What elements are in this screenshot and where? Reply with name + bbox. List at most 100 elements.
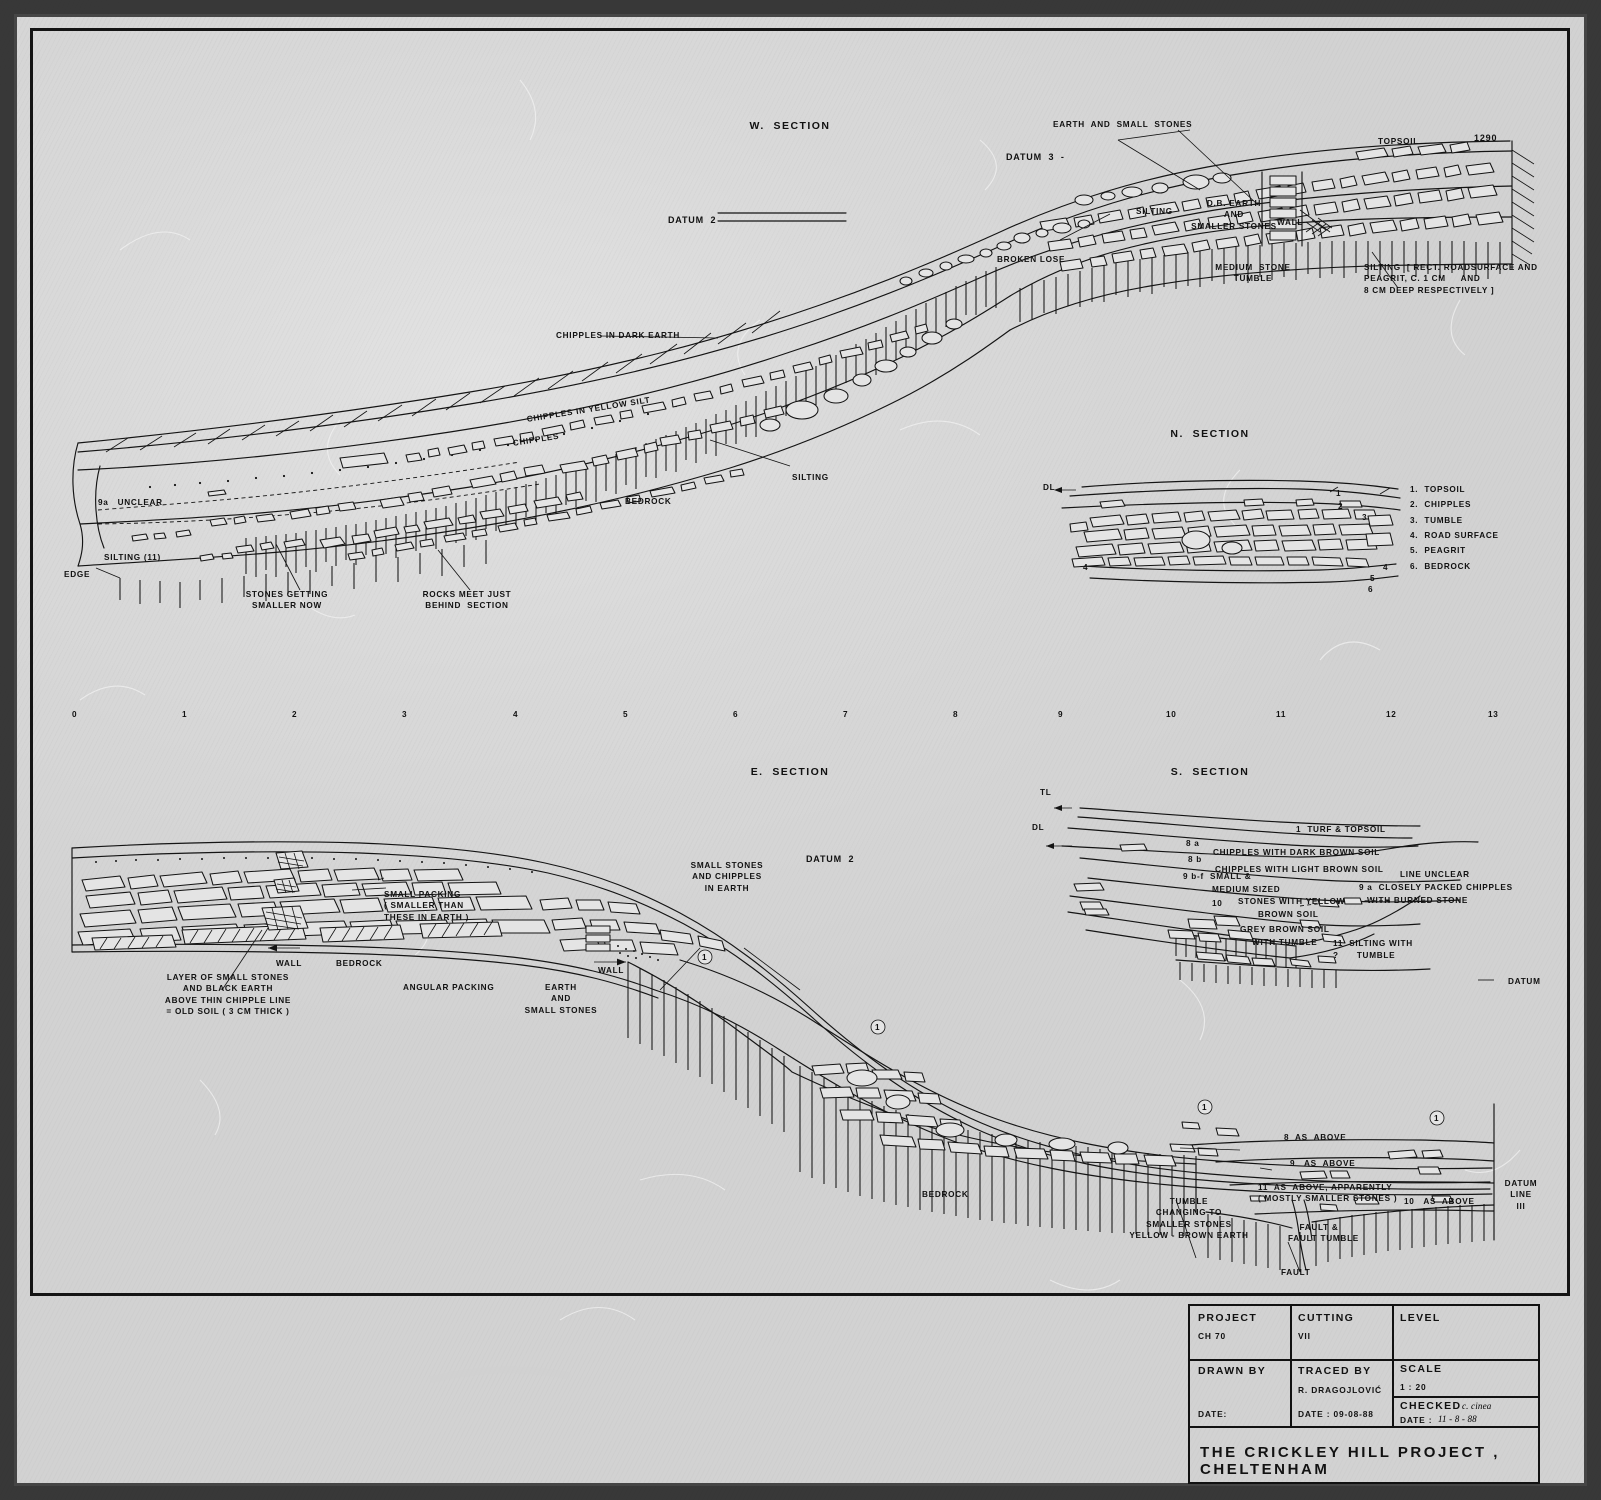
- scale-bar: 0 1 2 3 4 5 6 7 8 9 10 11 12 13: [0, 700, 1601, 724]
- label-wall-east-right: WALL: [598, 966, 625, 975]
- east-context-marker-3: 1: [1202, 1103, 1208, 1112]
- west-datum3-label: DATUM 3 -: [1006, 152, 1065, 162]
- label-8a: 8 a: [1186, 839, 1200, 848]
- key-item-tumble: 3. TUMBLE: [1410, 515, 1463, 525]
- scale-tick-0: 0: [72, 710, 78, 719]
- key-item-chipples: 2. CHIPPLES: [1410, 500, 1472, 510]
- scale-tick-3: 3: [402, 710, 408, 719]
- tb-traced-date: DATE : 09-08-88: [1298, 1409, 1374, 1419]
- scale-tick-1: 1: [182, 710, 188, 719]
- label-medium-stone-tumble: MEDIUM STONE TUMBLE: [1215, 263, 1291, 284]
- label-earth-and-small-stones-east: EARTH AND SMALL STONES: [524, 983, 598, 1015]
- north-num-1: 1: [1336, 489, 1342, 498]
- scale-tick-4: 4: [513, 710, 519, 719]
- scale-tick-10: 10: [1166, 710, 1177, 719]
- label-layer-of-small-stones: LAYER OF SMALL STONES AND BLACK EARTH AB…: [164, 973, 292, 1016]
- tb-checked-label: CHECKED: [1400, 1400, 1462, 1412]
- label-angular-packing: ANGULAR PACKING: [403, 983, 495, 992]
- south-datum-mark: DATUM: [1508, 977, 1541, 986]
- scale-tick-13: 13: [1488, 710, 1499, 719]
- tb-divider-v2: [1392, 1306, 1394, 1426]
- label-silting-11: SILTING (11): [104, 553, 161, 562]
- scale-tick-9: 9: [1058, 710, 1064, 719]
- label-9a-unclear: 9a UNCLEAR: [98, 498, 163, 507]
- label-line-unclear: LINE UNCLEAR: [1400, 870, 1470, 879]
- label-11-as-above: 11 AS ABOVE, APPARENTLY ( MOSTLY SMALLER…: [1258, 1183, 1398, 1204]
- west-datum2-label: DATUM 2: [668, 215, 717, 225]
- drawing-frame: [30, 28, 1570, 1296]
- label-earth-and-small-stones: EARTH AND SMALL STONES: [1053, 120, 1193, 129]
- label-stones-with-yellow: STONES WITH YELLOW: [1238, 897, 1346, 906]
- key-item-topsoil: 1. TOPSOIL: [1410, 485, 1466, 494]
- tb-project-label: PROJECT: [1198, 1312, 1258, 1324]
- east-context-marker-2: 1: [875, 1023, 881, 1032]
- label-wall-east-left: WALL: [276, 959, 303, 968]
- west-level-mark: 1290: [1474, 133, 1498, 143]
- label-10-as-above: 10 AS ABOVE: [1404, 1197, 1475, 1206]
- scale-tick-7: 7: [843, 710, 849, 719]
- north-num-4-right: 4: [1383, 563, 1389, 572]
- label-topsoil-right: TOPSOIL: [1378, 137, 1419, 146]
- tb-divider-v1: [1290, 1306, 1292, 1426]
- tb-checked-date-value: 11 - 8 - 88: [1438, 1414, 1477, 1424]
- label-bedrock-east-lower: BEDROCK: [922, 1190, 969, 1199]
- label-9-as-above: 9 AS ABOVE: [1290, 1159, 1356, 1168]
- tb-traced-by-value: R. DRAGOJLOVIĆ: [1298, 1385, 1382, 1395]
- east-context-marker-1: 1: [702, 953, 708, 962]
- west-section-heading: W. SECTION: [749, 120, 831, 132]
- scale-tick-8: 8: [953, 710, 959, 719]
- label-brown-soil: BROWN SOIL: [1258, 910, 1319, 919]
- north-section-key: 1. TOPSOIL 2. CHIPPLES 3. TUMBLE 4. ROAD…: [1410, 484, 1499, 571]
- scale-tick-6: 6: [733, 710, 739, 719]
- label-grey-brown-soil: GREY BROWN SOIL: [1240, 925, 1330, 934]
- key-item-bedrock: 6. BEDROCK: [1410, 561, 1471, 571]
- tb-cutting-label: CUTTING: [1298, 1312, 1355, 1324]
- label-chipples-dark-earth: CHIPPLES IN DARK EARTH: [556, 331, 681, 340]
- label-8b: 8 b: [1188, 855, 1203, 864]
- east-section-heading: E. SECTION: [750, 766, 830, 778]
- north-num-6: 6: [1368, 585, 1374, 594]
- label-bedrock-east-left: BEDROCK: [336, 959, 383, 968]
- north-dl-mark: DL: [1043, 483, 1056, 492]
- label-tumble-changing: TUMBLE CHANGING TO SMALLER STONES YELLOW…: [1129, 1197, 1249, 1240]
- label-with-burned-stone: WITH BURNED STONE: [1367, 896, 1469, 905]
- tb-project-value: CH 70: [1198, 1331, 1226, 1341]
- tb-divider-1: [1190, 1359, 1538, 1361]
- label-10-south: 10: [1212, 899, 1223, 908]
- label-rocks-meet-behind: ROCKS MEET JUST BEHIND SECTION: [422, 590, 512, 611]
- east-datum2-label: DATUM 2: [806, 854, 855, 864]
- label-turf-topsoil: 1 TURF & TOPSOIL: [1296, 825, 1386, 834]
- south-dl-mark: DL: [1032, 823, 1045, 832]
- label-chipples-dark-brown: CHIPPLES WITH DARK BROWN SOIL: [1213, 848, 1380, 857]
- label-question-tumble: ? TUMBLE: [1333, 951, 1396, 960]
- label-silting-roadsurface: SILTING [ RECT. ROADSURFACE AND PEAGRIT,…: [1364, 263, 1538, 295]
- label-small-stones-chipples: SMALL STONES AND CHIPPLES IN EARTH: [690, 861, 764, 893]
- tb-traced-by-label: TRACED BY: [1298, 1365, 1372, 1377]
- north-section-heading: N. SECTION: [1170, 428, 1250, 440]
- key-item-road-surface: 4. ROAD SURFACE: [1410, 530, 1499, 540]
- north-num-3: 3: [1362, 513, 1368, 522]
- label-8-as-above: 8 AS ABOVE: [1284, 1133, 1347, 1142]
- label-wall-west: WALL: [1277, 218, 1304, 227]
- title-block: PROJECT CH 70 CUTTING VII LEVEL DRAWN BY…: [1188, 1304, 1540, 1484]
- label-db-earth: D.B. EARTH AND SMALLER STONES: [1191, 199, 1277, 231]
- label-silting-upper: SILTING: [1136, 207, 1173, 216]
- label-silting-lower: SILTING: [792, 473, 829, 482]
- label-datum-line-iii: DATUM LINE III: [1504, 1179, 1538, 1211]
- scale-tick-12: 12: [1386, 710, 1397, 719]
- scale-tick-11: 11: [1276, 710, 1287, 719]
- label-fault-and-fault-tumble: FAULT & FAULT TUMBLE: [1288, 1223, 1360, 1244]
- tb-drawn-date: DATE:: [1198, 1409, 1228, 1419]
- tb-divider-3: [1392, 1396, 1538, 1398]
- tb-checked-date-label: DATE :: [1400, 1415, 1433, 1425]
- key-item-peagrit: 5. PEAGRIT: [1410, 546, 1466, 556]
- tb-scale-value: 1 : 20: [1400, 1382, 1427, 1392]
- tb-sheet-title: THE CRICKLEY HILL PROJECT , CHELTENHAM: [1200, 1444, 1500, 1478]
